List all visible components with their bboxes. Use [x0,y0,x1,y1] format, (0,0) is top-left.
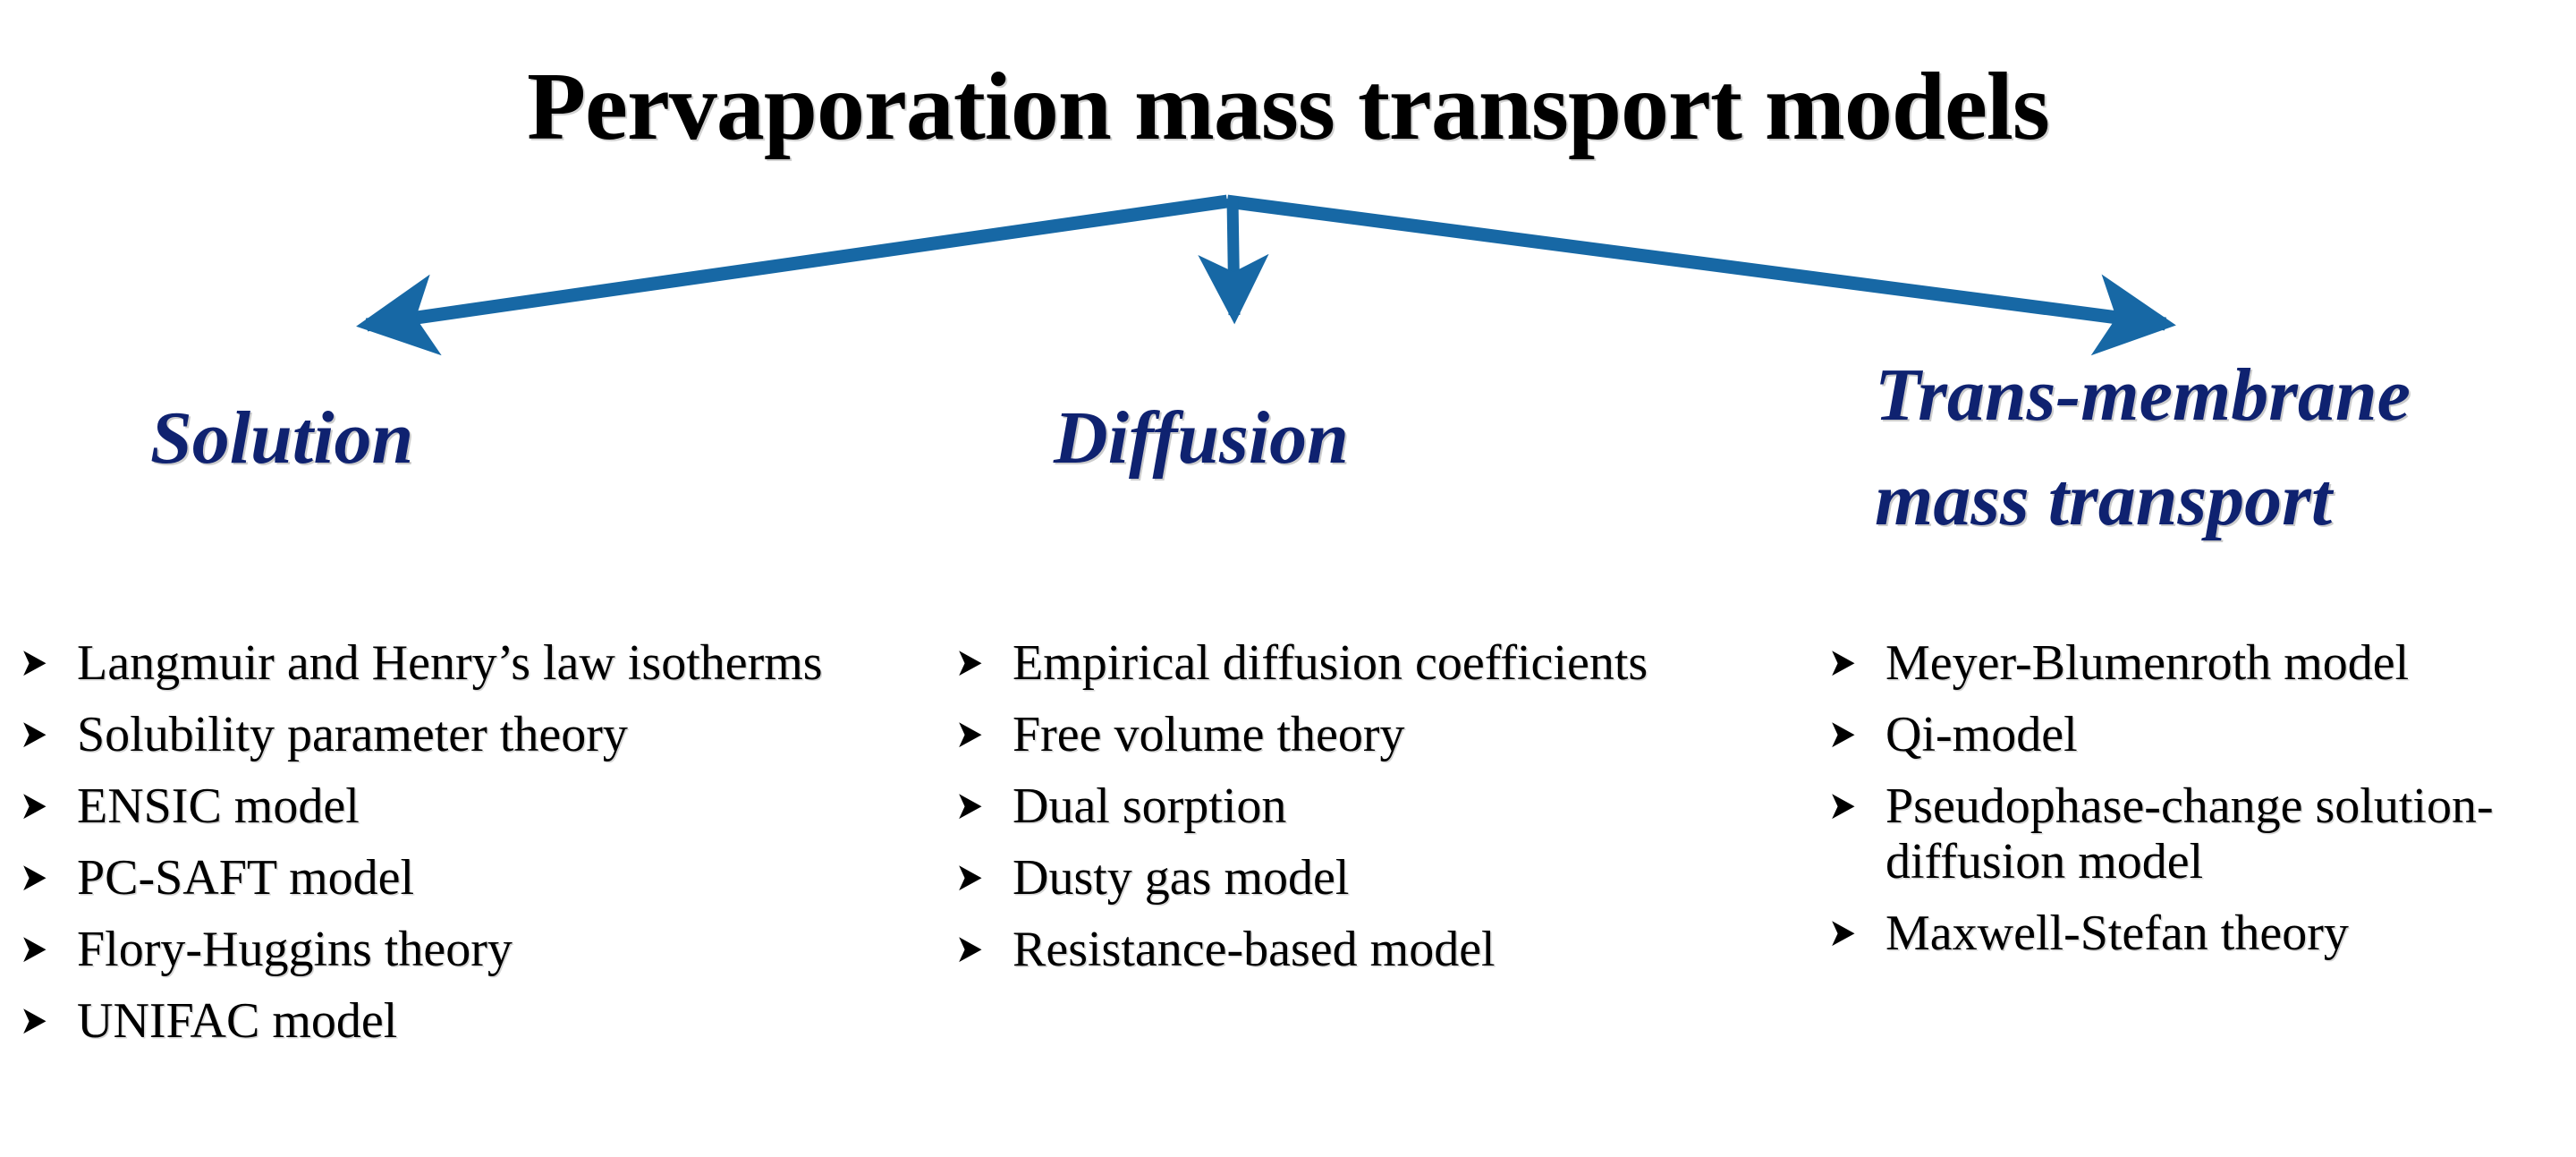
column-heading-diffusion: Diffusion [1054,396,1349,480]
list-item: ➤ PC-SAFT model [20,850,914,906]
branch-arrow-down [1198,198,1269,325]
list-item-label: PC-SAFT model [77,850,415,906]
bullet-arrow-icon: ➤ [1828,910,1857,956]
bullet-arrow-icon: ➤ [955,711,984,757]
list-item-label: Dual sorption [1013,778,1287,834]
bullet-arrow-icon: ➤ [955,783,984,829]
bullet-arrow-icon: ➤ [20,640,48,685]
list-item: ➤ Dusty gas model [955,850,1814,906]
bullet-arrow-icon: ➤ [955,855,984,900]
bullet-arrow-icon: ➤ [20,998,48,1043]
list-item-label: Maxwell-Stefan theory [1885,906,2349,961]
bullet-arrow-icon: ➤ [1828,640,1857,685]
list-item-label: Resistance-based model [1013,922,1496,977]
list-item-label: Pseudophase-change solution-diffusion mo… [1885,778,2494,889]
bullet-arrow-icon: ➤ [955,640,984,685]
list-item-label: Meyer-Blumenroth model [1885,635,2410,691]
list-item-label: Dusty gas model [1013,850,1350,906]
list-item-label: Solubility parameter theory [77,707,628,762]
bullet-arrow-icon: ➤ [20,855,48,900]
list-item: ➤ Meyer-Blumenroth model [1828,635,2571,691]
list-item-label: Empirical diffusion coefficients [1013,635,1648,691]
bullet-list-diffusion: ➤ Empirical diffusion coefficients ➤ Free v… [955,635,1814,993]
list-item-label: Flory-Huggins theory [77,922,513,977]
bullet-list-transmembrane: ➤ Meyer-Blumenroth model ➤ Qi-model ➤ Pseudop… [1828,635,2571,977]
list-item-label: ENSIC model [77,778,360,834]
bullet-arrow-icon: ➤ [20,926,48,972]
list-item: ➤ Dual sorption [955,778,1814,834]
list-item: ➤ Maxwell-Stefan theory [1828,906,2571,961]
list-item: ➤ Flory-Huggins theory [20,922,914,977]
bullet-arrow-icon: ➤ [20,711,48,757]
bullet-arrow-icon: ➤ [955,926,984,972]
list-item: ➤ Pseudophase-change solution-diffusion m… [1828,778,2571,889]
list-item: ➤ Empirical diffusion coefficients [955,635,1814,691]
bullet-list-solution: ➤ Langmuir and Henry’s law isotherms ➤ Solu… [20,635,914,1065]
page-title: Pervaporation mass transport models [527,54,2050,160]
column-heading-transmembrane: Trans-membrane mass transport [1875,351,2555,544]
list-item: ➤ Qi-model [1828,707,2571,762]
list-item: ➤ Langmuir and Henry’s law isotherms [20,635,914,691]
bullet-arrow-icon: ➤ [1828,783,1857,829]
list-item: ➤ Free volume theory [955,707,1814,762]
column-heading-transmembrane-line1: Trans-membrane [1875,353,2411,437]
list-item: ➤ Solubility parameter theory [20,707,914,762]
list-item: ➤ ENSIC model [20,778,914,834]
list-item-label: UNIFAC model [77,993,398,1049]
bullet-arrow-icon: ➤ [1828,711,1857,757]
list-item-label: Qi-model [1885,707,2078,762]
column-heading-solution: Solution [150,396,414,480]
branch-arrow-left [356,194,1229,356]
bullet-arrow-icon: ➤ [20,783,48,829]
list-item: ➤ UNIFAC model [20,993,914,1049]
branch-arrow-right [1226,194,2176,356]
list-item-label: Langmuir and Henry’s law isotherms [77,635,823,691]
list-item: ➤ Resistance-based model [955,922,1814,977]
column-heading-transmembrane-line2: mass transport [1875,458,2333,542]
list-item-label: Free volume theory [1013,707,1405,762]
